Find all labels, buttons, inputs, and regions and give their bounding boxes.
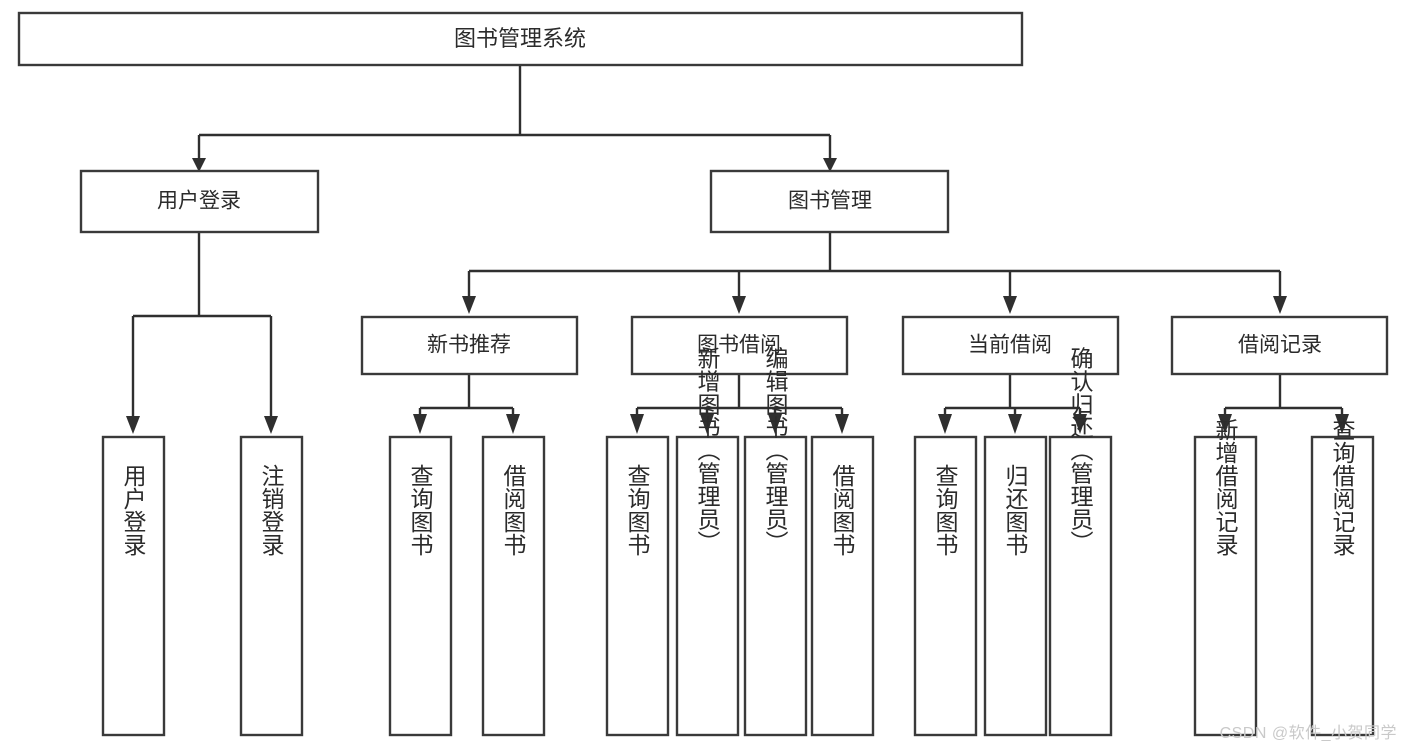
leaf-current-borrow-query-label: 查询图书 <box>932 464 959 556</box>
arrowhead-book-borrow <box>732 296 746 314</box>
leaf-book-borrow-borrow-label: 借阅图书 <box>829 464 856 556</box>
leaf-user-login-login-label: 用户登录 <box>120 464 147 556</box>
leaf-borrow-record-query-label: 查询借阅记录 <box>1329 418 1356 556</box>
leaf-borrow-record-add-label: 新增借阅记录 <box>1212 418 1239 556</box>
node-book-borrow-label: 图书借阅 <box>697 334 781 357</box>
arrowhead-br-leaf2 <box>1335 414 1349 434</box>
node-borrow-record[interactable]: 借阅记录 <box>1170 315 1389 376</box>
leaf-book-borrow-borrow[interactable]: 借阅图书 <box>810 435 875 737</box>
leaf-user-login-login-box <box>101 435 166 737</box>
leaf-new-book-query[interactable]: 查询图书 <box>388 435 453 737</box>
arrowhead-borrow-record <box>1273 296 1287 314</box>
leaf-current-borrow-return[interactable]: 归还图书 <box>983 435 1048 737</box>
leaf-book-borrow-query-box <box>605 435 670 737</box>
leaf-user-login-logout-label: 注销登录 <box>258 464 285 556</box>
leaf-user-login-login[interactable]: 用户登录 <box>101 435 166 737</box>
arrowhead-leaf-user-login <box>126 416 140 434</box>
arrowhead-nb-leaf1 <box>413 414 427 434</box>
arrowhead-current-borrow <box>1003 296 1017 314</box>
leaf-borrow-record-add-box <box>1193 435 1258 737</box>
arrowhead-new-book <box>462 296 476 314</box>
leaf-current-borrow-return-box <box>983 435 1048 737</box>
node-book-management-label: 图书管理 <box>788 190 872 213</box>
node-new-book-recommend[interactable]: 新书推荐 <box>360 315 579 376</box>
arrowhead-cb-leaf2 <box>1008 414 1022 434</box>
node-user-login-box <box>79 169 320 234</box>
node-user-login[interactable]: 用户登录 <box>79 169 320 234</box>
leaf-new-book-query-label: 查询图书 <box>407 464 434 556</box>
leaf-new-book-borrow-label: 借阅图书 <box>500 464 527 556</box>
arrowhead-cb-leaf3 <box>1073 414 1087 434</box>
node-current-borrow[interactable]: 当前借阅 <box>901 315 1120 376</box>
leaf-book-borrow-query-label: 查询图书 <box>624 464 651 556</box>
leaf-book-borrow-edit-box <box>743 435 808 737</box>
leaf-book-borrow-add-box <box>675 435 740 737</box>
node-book-management-box <box>709 169 950 234</box>
arrowhead-bb-leaf2 <box>700 414 714 434</box>
leaf-user-login-logout[interactable]: 注销登录 <box>239 435 304 737</box>
leaf-book-borrow-borrow-box <box>810 435 875 737</box>
leaf-new-book-query-box <box>388 435 453 737</box>
arrowhead-br-leaf1 <box>1218 414 1232 434</box>
leaf-current-borrow-confirm[interactable]: 确认归还（管理员） <box>1048 347 1113 737</box>
leaf-user-login-logout-box <box>239 435 304 737</box>
arrowhead-nb-leaf2 <box>506 414 520 434</box>
leaf-book-borrow-add[interactable]: 新增图书（管理员） <box>675 347 740 737</box>
leaf-borrow-record-query[interactable]: 查询借阅记录 <box>1310 418 1375 737</box>
leaf-current-borrow-return-label: 归还图书 <box>1002 464 1029 556</box>
leaf-current-borrow-confirm-label: 确认归还（管理员） <box>1067 347 1094 554</box>
leaf-current-borrow-query[interactable]: 查询图书 <box>913 435 978 737</box>
node-new-book-recommend-label: 新书推荐 <box>427 334 511 357</box>
node-user-login-label: 用户登录 <box>157 190 241 213</box>
leaf-book-borrow-edit-label: 编辑图书（管理员） <box>762 347 789 554</box>
node-root-system[interactable]: 图书管理系统 <box>17 11 1024 67</box>
node-book-borrow[interactable]: 图书借阅 <box>630 315 849 376</box>
leaf-new-book-borrow[interactable]: 借阅图书 <box>481 435 546 737</box>
node-new-book-recommend-box <box>360 315 579 376</box>
leaf-book-borrow-add-label: 新增图书（管理员） <box>694 347 721 554</box>
arrowhead-user-login <box>192 158 206 172</box>
node-current-borrow-box <box>901 315 1120 376</box>
node-book-management[interactable]: 图书管理 <box>709 169 950 234</box>
arrowhead-book-mgmt <box>823 158 837 172</box>
arrowhead-bb-leaf1 <box>630 414 644 434</box>
arrowhead-bb-leaf3 <box>768 414 782 434</box>
leaf-current-borrow-confirm-box <box>1048 435 1113 737</box>
node-root-label: 图书管理系统 <box>454 26 586 51</box>
leaf-new-book-borrow-box <box>481 435 546 737</box>
leaf-book-borrow-query[interactable]: 查询图书 <box>605 435 670 737</box>
node-root-box <box>17 11 1024 67</box>
node-current-borrow-label: 当前借阅 <box>968 334 1052 357</box>
node-borrow-record-box <box>1170 315 1389 376</box>
node-book-borrow-box <box>630 315 849 376</box>
leaf-borrow-record-query-box <box>1310 435 1375 737</box>
connector-layer <box>126 65 1349 434</box>
arrowhead-cb-leaf1 <box>938 414 952 434</box>
leaf-borrow-record-add[interactable]: 新增借阅记录 <box>1193 418 1258 737</box>
arrowhead-leaf-logout <box>264 416 278 434</box>
node-borrow-record-label: 借阅记录 <box>1238 334 1322 357</box>
leaf-current-borrow-query-box <box>913 435 978 737</box>
leaf-book-borrow-edit[interactable]: 编辑图书（管理员） <box>743 347 808 737</box>
arrowhead-bb-leaf4 <box>835 414 849 434</box>
